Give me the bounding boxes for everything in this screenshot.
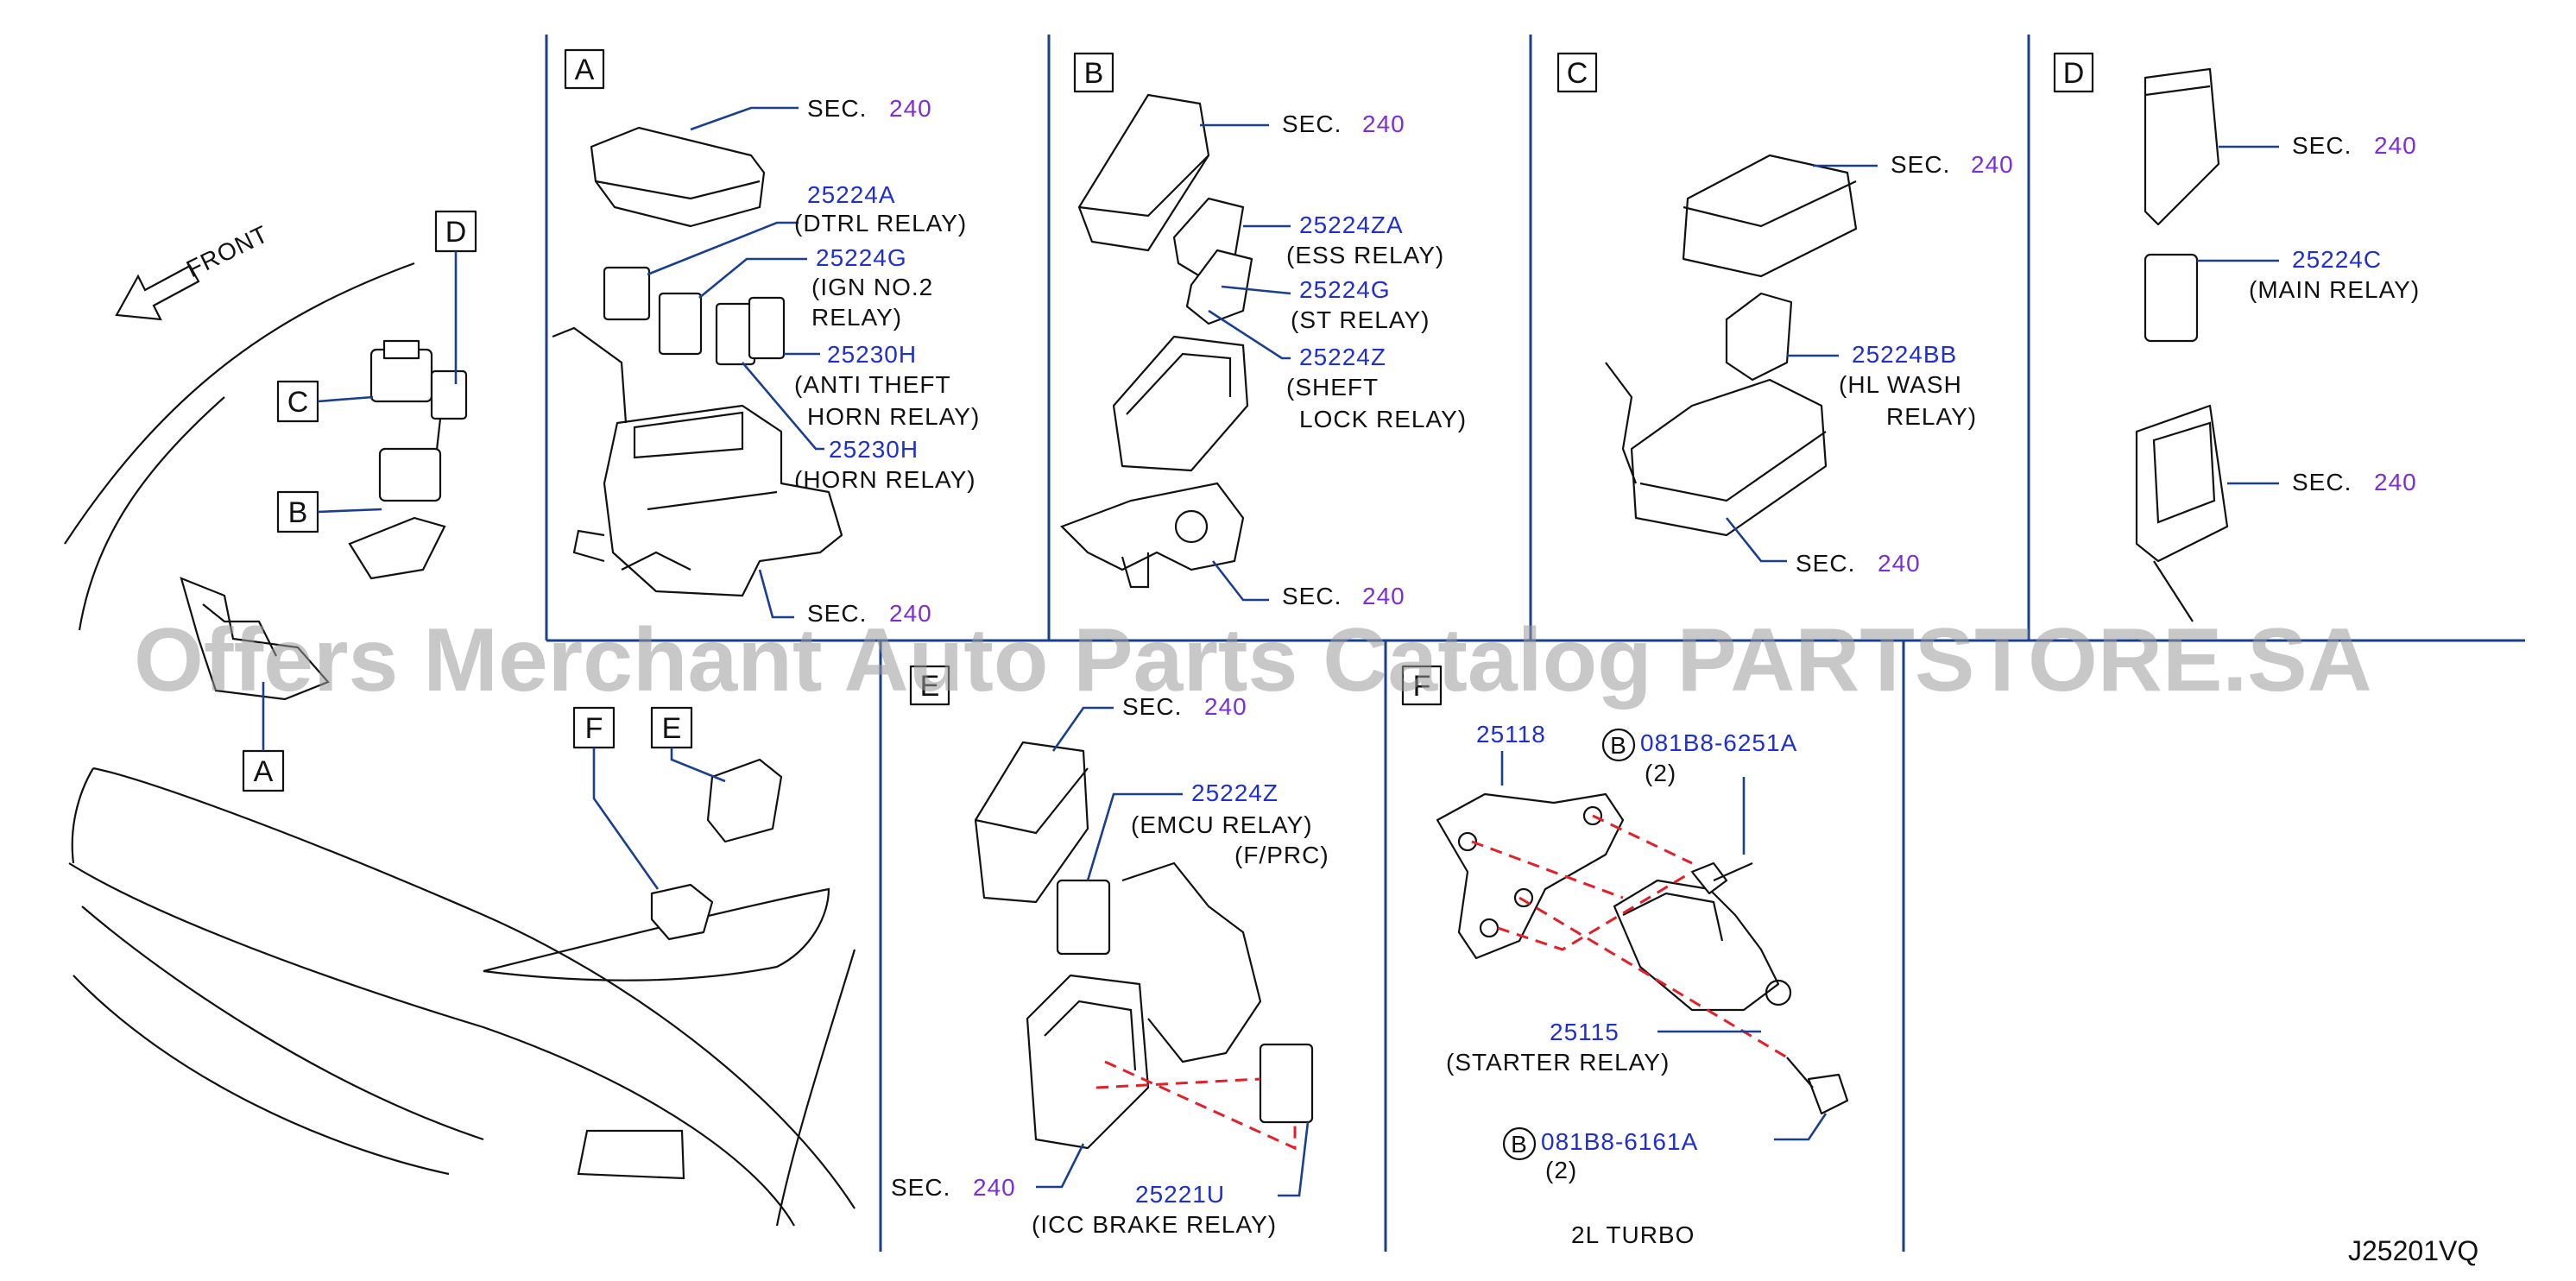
svg-text:25230H: 25230H bbox=[827, 341, 917, 368]
svg-text:(HL WASH: (HL WASH bbox=[1839, 371, 1962, 398]
svg-text:25221U: 25221U bbox=[1135, 1181, 1225, 1208]
svg-text:240: 240 bbox=[1971, 151, 2014, 178]
svg-text:081B8-6251A: 081B8-6251A bbox=[1640, 729, 1797, 756]
overview-relay-b bbox=[348, 447, 446, 580]
front-label: FRONT bbox=[182, 220, 273, 282]
svg-text:(ANTI THEFT: (ANTI THEFT bbox=[794, 371, 951, 398]
svg-text:SEC.: SEC. bbox=[807, 600, 867, 627]
svg-text:(MAIN RELAY): (MAIN RELAY) bbox=[2249, 276, 2420, 303]
svg-text:D: D bbox=[2063, 57, 2085, 90]
svg-text:SEC.: SEC. bbox=[891, 1174, 950, 1201]
svg-text:25230H: 25230H bbox=[829, 436, 919, 463]
svg-text:(STARTER RELAY): (STARTER RELAY) bbox=[1446, 1049, 1670, 1076]
svg-text:LOCK RELAY): LOCK RELAY) bbox=[1299, 406, 1467, 432]
svg-text:(SHEFT: (SHEFT bbox=[1286, 374, 1379, 401]
svg-text:F: F bbox=[1413, 670, 1431, 703]
panel-separators bbox=[545, 35, 2525, 1252]
overview-label-a: A bbox=[242, 682, 285, 792]
panel-d: D SEC. 240 25224C (MAIN RELAY) SEC. 240 bbox=[2053, 52, 2420, 622]
overview-bracket-a bbox=[180, 577, 330, 701]
overview-label-f: F bbox=[572, 706, 660, 890]
svg-text:A: A bbox=[575, 54, 595, 86]
svg-text:25224Z: 25224Z bbox=[1299, 344, 1386, 370]
svg-text:240: 240 bbox=[1362, 110, 1405, 137]
svg-text:A: A bbox=[254, 755, 274, 788]
svg-text:C: C bbox=[1567, 57, 1588, 90]
overview-label-c: C bbox=[276, 380, 374, 423]
svg-text:E: E bbox=[662, 712, 682, 745]
svg-text:081B8-6161A: 081B8-6161A bbox=[1541, 1128, 1698, 1155]
svg-text:C: C bbox=[287, 386, 309, 419]
svg-text:(F/PRC): (F/PRC) bbox=[1234, 842, 1329, 868]
svg-text:F: F bbox=[585, 712, 603, 745]
svg-text:B: B bbox=[1511, 1131, 1528, 1158]
overview-label-d: D bbox=[434, 210, 477, 384]
overview-relay-c bbox=[369, 339, 433, 403]
svg-text:240: 240 bbox=[2374, 469, 2417, 495]
vehicle-overview: FRONT bbox=[64, 210, 856, 1227]
overview-relay-d bbox=[430, 369, 468, 458]
svg-text:(ICC BRAKE RELAY): (ICC BRAKE RELAY) bbox=[1032, 1211, 1277, 1238]
svg-text:RELAY): RELAY) bbox=[811, 304, 902, 331]
svg-text:(EMCU RELAY): (EMCU RELAY) bbox=[1131, 811, 1313, 838]
svg-text:(2): (2) bbox=[1645, 760, 1676, 786]
svg-text:B: B bbox=[288, 496, 308, 529]
svg-text:HORN RELAY): HORN RELAY) bbox=[807, 403, 980, 430]
overview-relay-f bbox=[650, 883, 714, 941]
svg-text:25224G: 25224G bbox=[816, 244, 907, 271]
watermark: Offers Merchant Auto Parts Catalog PARTS… bbox=[134, 610, 2372, 710]
svg-text:240: 240 bbox=[1362, 583, 1405, 609]
svg-text:25118: 25118 bbox=[1476, 721, 1546, 748]
drawing-code: J25201VQ bbox=[2348, 1235, 2478, 1266]
svg-text:B: B bbox=[1084, 57, 1104, 90]
svg-text:240: 240 bbox=[889, 600, 932, 627]
svg-text:240: 240 bbox=[2374, 132, 2417, 159]
svg-text:2L TURBO: 2L TURBO bbox=[1571, 1221, 1695, 1248]
panel-f: F 25118 B 081B8-6251A (2) bbox=[1401, 665, 1849, 1248]
svg-text:(2): (2) bbox=[1545, 1157, 1577, 1183]
svg-text:25224ZA: 25224ZA bbox=[1299, 211, 1404, 238]
overview-relay-e bbox=[706, 758, 783, 843]
front-arrow-icon: FRONT bbox=[115, 220, 273, 321]
svg-text:D: D bbox=[445, 216, 467, 249]
svg-text:240: 240 bbox=[1204, 693, 1247, 720]
svg-text:(IGN NO.2: (IGN NO.2 bbox=[811, 274, 933, 300]
bolt-upper-icon bbox=[1690, 861, 1753, 895]
svg-text:25224BB: 25224BB bbox=[1852, 341, 1957, 368]
svg-text:SEC.: SEC. bbox=[1282, 110, 1342, 137]
svg-text:25224Z: 25224Z bbox=[1191, 779, 1279, 806]
svg-text:240: 240 bbox=[973, 1174, 1016, 1201]
svg-text:B: B bbox=[1610, 732, 1627, 759]
panel-c: C SEC. 240 25224BB (HL WASH RELAY) SEC. … bbox=[1556, 52, 2014, 577]
svg-text:25115: 25115 bbox=[1550, 1019, 1619, 1045]
svg-text:(DTRL RELAY): (DTRL RELAY) bbox=[794, 210, 967, 237]
panel-b: B SEC. 240 25224ZA (ESS RELAY) 25224G (S… bbox=[1060, 52, 1467, 609]
svg-text:SEC.: SEC. bbox=[2292, 469, 2352, 495]
overview-label-e: E bbox=[650, 706, 726, 783]
svg-text:25224C: 25224C bbox=[2292, 246, 2382, 273]
svg-text:SEC.: SEC. bbox=[1796, 550, 1855, 577]
svg-text:(HORN RELAY): (HORN RELAY) bbox=[794, 466, 976, 493]
panel-e: E SEC. 240 25224Z (EMCU RELAY) (F/PRC) S… bbox=[891, 665, 1329, 1238]
svg-text:SEC.: SEC. bbox=[807, 95, 867, 122]
svg-text:SEC.: SEC. bbox=[1891, 151, 1950, 178]
svg-text:E: E bbox=[920, 670, 940, 703]
overview-label-b: B bbox=[276, 490, 382, 533]
svg-text:(ESS RELAY): (ESS RELAY) bbox=[1286, 242, 1444, 268]
svg-text:25224A: 25224A bbox=[807, 181, 896, 208]
svg-text:SEC.: SEC. bbox=[1122, 693, 1182, 720]
svg-text:240: 240 bbox=[1878, 550, 1921, 577]
svg-text:SEC.: SEC. bbox=[2292, 132, 2352, 159]
svg-text:25224G: 25224G bbox=[1299, 276, 1391, 303]
svg-text:(ST RELAY): (ST RELAY) bbox=[1291, 306, 1430, 333]
svg-text:RELAY): RELAY) bbox=[1886, 403, 1977, 430]
svg-text:SEC.: SEC. bbox=[1282, 583, 1342, 609]
svg-text:240: 240 bbox=[889, 95, 932, 122]
panel-a: A SEC. 240 25224A (DTRL RELAY) 25224G (I… bbox=[552, 48, 980, 627]
bolt-lower-icon bbox=[1786, 1057, 1849, 1115]
